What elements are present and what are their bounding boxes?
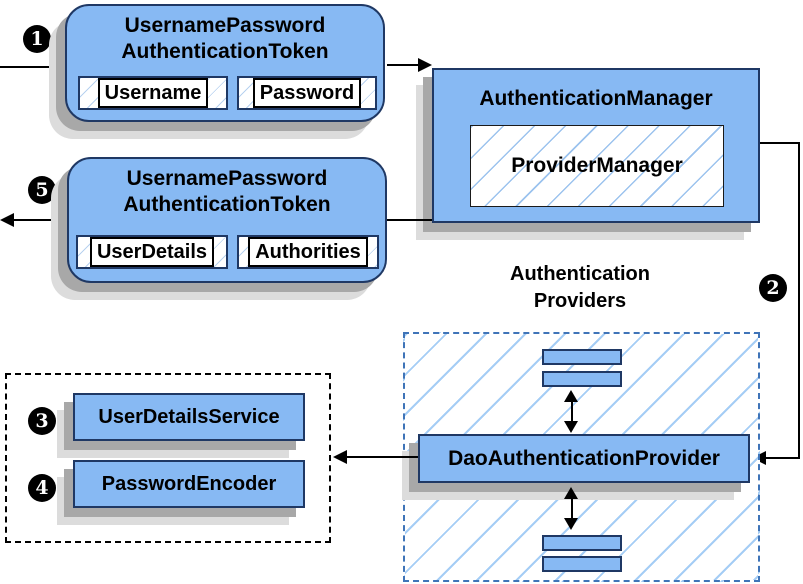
provider-stack-bottom-bar-1 <box>542 535 622 551</box>
provider-manager-node: ProviderManager <box>470 125 724 207</box>
step-2-marker: 2 <box>759 274 787 302</box>
arrow-dao-to-services-head <box>333 450 347 464</box>
flow-line-manager-right <box>760 142 800 144</box>
response-token-node: UsernamePassword AuthenticationToken Use… <box>67 157 387 283</box>
userdetails-field-box: UserDetails <box>76 235 228 269</box>
request-token-title-line1: UsernamePassword <box>124 14 326 37</box>
flow-line-into-dao <box>766 457 800 459</box>
flow-line-manager-to-response <box>387 219 432 221</box>
step-4-number: 4 <box>35 476 49 499</box>
dao-authentication-provider-label: DaoAuthenticationProvider <box>448 446 720 470</box>
provider-stack-top-bar-2 <box>542 371 622 387</box>
double-arrow-top-line <box>571 400 573 424</box>
provider-manager-label: ProviderManager <box>511 154 683 177</box>
step-5-number: 5 <box>35 178 49 201</box>
arrow-response-out-line <box>12 219 67 221</box>
arrow-request-to-manager-line <box>387 64 419 66</box>
authorities-field-box: Authorities <box>237 235 379 269</box>
step-2-number: 2 <box>766 276 780 299</box>
step-4-marker: 4 <box>28 474 56 502</box>
providers-group-title-line1: Authentication <box>510 263 650 285</box>
step-3-marker: 3 <box>28 407 56 435</box>
authentication-manager-title: AuthenticationManager <box>479 87 713 110</box>
userdetails-field-label: UserDetails <box>89 237 215 267</box>
request-token-title: UsernamePassword AuthenticationToken <box>67 13 383 65</box>
double-arrow-bottom-uphead <box>564 487 578 499</box>
response-token-title-line2: AuthenticationToken <box>123 193 331 216</box>
username-field-label: Username <box>97 78 209 108</box>
double-arrow-top-downhead <box>564 421 578 433</box>
request-token-node: UsernamePassword AuthenticationToken Use… <box>65 4 385 122</box>
double-arrow-bottom-line <box>571 497 573 521</box>
password-encoder-label: PasswordEncoder <box>101 472 277 495</box>
providers-group-title: Authentication Providers <box>430 261 730 315</box>
authentication-manager-node: AuthenticationManager ProviderManager <box>432 68 760 223</box>
flow-line-request-in <box>0 66 67 68</box>
request-token-title-line2: AuthenticationToken <box>121 40 329 63</box>
password-field-label: Password <box>252 78 362 108</box>
arrow-request-to-manager-head <box>418 58 432 72</box>
password-field-box: Password <box>237 76 377 110</box>
arrow-response-out-head <box>0 213 14 227</box>
step-1-number: 1 <box>30 27 44 50</box>
step-1-marker: 1 <box>23 25 51 53</box>
user-details-service-node: UserDetailsService <box>73 393 305 441</box>
step-5-marker: 5 <box>28 176 56 204</box>
providers-group-title-line2: Providers <box>533 290 627 312</box>
provider-stack-bottom-bar-2 <box>542 556 622 572</box>
flow-line-right-vertical <box>798 142 800 459</box>
response-token-title-line1: UsernamePassword <box>126 167 328 190</box>
double-arrow-top-uphead <box>564 390 578 402</box>
user-details-service-label: UserDetailsService <box>98 405 280 428</box>
dao-authentication-provider-node: DaoAuthenticationProvider <box>418 434 750 483</box>
authorities-field-label: Authorities <box>248 237 368 267</box>
arrow-dao-to-services-line <box>347 456 418 458</box>
step-3-number: 3 <box>35 409 49 432</box>
double-arrow-bottom-downhead <box>564 518 578 530</box>
username-field-box: Username <box>78 76 228 110</box>
response-token-title: UsernamePassword AuthenticationToken <box>69 166 385 218</box>
provider-stack-top-bar-1 <box>542 349 622 365</box>
services-group-box <box>5 373 331 543</box>
password-encoder-node: PasswordEncoder <box>73 460 305 508</box>
